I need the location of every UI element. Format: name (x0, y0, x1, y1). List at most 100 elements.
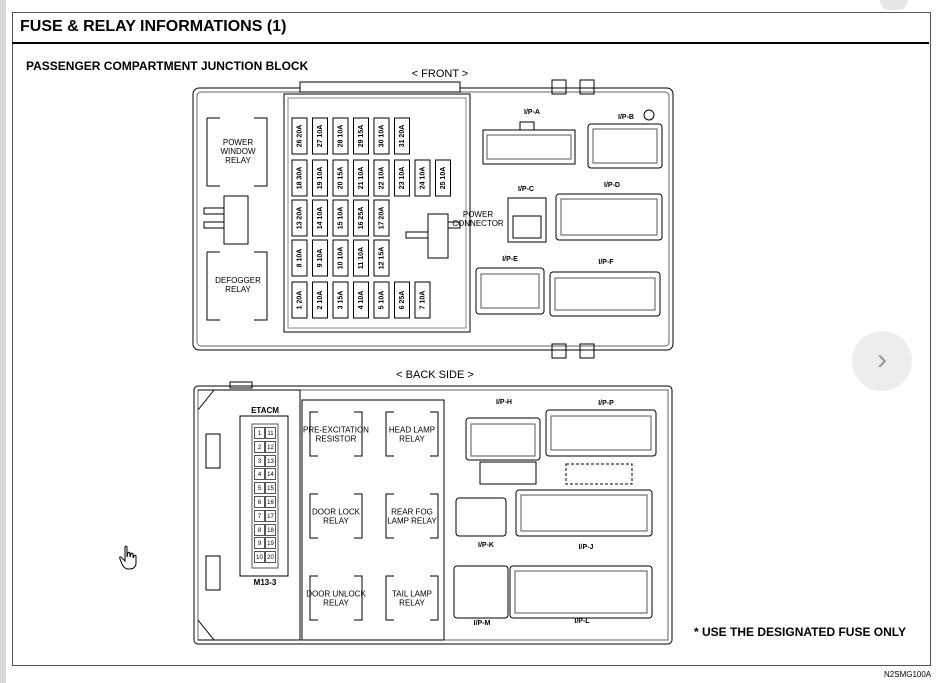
fuse-slot (353, 281, 369, 319)
etacm-pin: 6 (254, 496, 265, 508)
fuse-slot (373, 159, 390, 197)
front-label: < FRONT > (411, 68, 469, 80)
fuse-slot (394, 281, 410, 319)
connector-label-ip-b: I/P-B (618, 114, 634, 121)
connector-label-ip-e: I/P-E (502, 256, 518, 263)
fuse-label: 11 10A (358, 247, 365, 269)
connector-label-ip-p: I/P-P (598, 400, 614, 407)
fuse-label: 31 20A (399, 125, 406, 148)
etacm-pin: 5 (254, 482, 265, 495)
etacm-pin: 12 (265, 440, 276, 453)
fuse-label: 22 10A (378, 167, 385, 190)
window-left-edge (0, 0, 6, 683)
etacm-pin: 3 (254, 454, 265, 467)
hand-cursor-icon (119, 545, 137, 570)
etacm-pin: 20 (265, 551, 276, 564)
fuse-slot (353, 239, 369, 277)
back-side-label: < BACK SIDE > (396, 369, 474, 381)
etacm-pin: 13 (265, 454, 276, 467)
etacm-pin: 9 (254, 537, 265, 550)
image-code: N2SMG100A (884, 670, 932, 679)
etacm-pin: 2 (254, 440, 265, 453)
fuse-label: 16 25A (358, 207, 365, 230)
fuse-label: 17 20A (378, 207, 385, 230)
fuse-slot (312, 281, 328, 319)
fuse-slot (291, 117, 308, 155)
fuse-label: 21 10A (358, 167, 365, 190)
fuse-slot (332, 159, 349, 197)
etacm-pin: 11 (265, 427, 276, 439)
connector-label-ip-f: I/P-F (598, 259, 614, 266)
top-nav-button-edge[interactable] (880, 0, 908, 10)
connector-label-ip-m: I/P-M (473, 620, 491, 627)
fuse-slot (291, 199, 308, 237)
page-title: FUSE & RELAY INFORMATIONS (1) (20, 18, 287, 35)
fuse-label: 9 10A (317, 249, 324, 268)
fuse-slot (312, 239, 328, 277)
fuse-slot (373, 199, 390, 237)
connector-label-ip-j: I/P-J (578, 544, 594, 551)
connector-label-ip-c: I/P-C (518, 186, 534, 193)
fuse-slot (332, 199, 349, 237)
content-frame (12, 12, 931, 666)
fuse-label: 27 10A (317, 125, 324, 148)
fuse-label: 15 10A (337, 207, 344, 230)
fuse-slot (414, 281, 431, 319)
fuse-label: 3 15A (337, 291, 344, 310)
fuse-label: 28 10A (337, 125, 344, 148)
fuse-slot (291, 159, 308, 197)
page-header: FUSE & RELAY INFORMATIONS (1) (12, 12, 929, 44)
etacm-pin: 15 (265, 482, 276, 495)
fuse-label: 24 10A (419, 167, 426, 190)
fuse-slot (394, 159, 410, 197)
fuse-label: 30 10A (378, 125, 385, 148)
front-block (192, 79, 674, 359)
power-window-relay-label: POWER WINDOW RELAY (220, 138, 256, 165)
fuse-slot (332, 281, 349, 319)
fuse-slot (373, 117, 390, 155)
fuse-slot (373, 239, 390, 277)
etacm-pin: 19 (265, 537, 276, 550)
back-block (193, 381, 673, 645)
fuse-slot (312, 199, 328, 237)
connector-label-ip-h: I/P-H (496, 399, 512, 406)
fuse-slot (332, 117, 349, 155)
relay-outline (309, 493, 363, 539)
fuse-label: 25 10A (440, 167, 447, 190)
relay-outline (309, 411, 363, 457)
etacm-pin: 1 (254, 427, 265, 439)
etacm-pin: 18 (265, 523, 276, 536)
front-connectors (405, 109, 663, 317)
connector-label-ip-k: I/P-K (478, 542, 494, 549)
next-page-button[interactable]: › (852, 331, 912, 391)
fuse-label: 5 10A (378, 291, 385, 310)
fuse-label: 6 25A (399, 291, 406, 310)
diagram-subtitle: PASSENGER COMPARTMENT JUNCTION BLOCK (26, 59, 309, 73)
fuse-slot (435, 159, 451, 197)
fuse-slot (353, 117, 369, 155)
fuse-label: 18 30A (296, 167, 303, 190)
fuse-label: 23 10A (399, 167, 406, 190)
etacm-pin: 14 (265, 468, 276, 481)
fuse-label: 20 15A (337, 167, 344, 190)
fuse-label: 1 20A (296, 291, 303, 310)
chevron-right-icon: › (877, 343, 887, 376)
fuse-label: 8 10A (296, 249, 303, 268)
fuse-label: 12 15A (378, 247, 385, 270)
fuse-label: 10 10A (337, 247, 344, 270)
fuse-slot (312, 117, 328, 155)
fuse-slot (353, 199, 369, 237)
fuse-label: 19 10A (317, 167, 324, 190)
etacm-pin: 10 (254, 551, 265, 564)
fuse-slot (312, 159, 328, 197)
fuse-slot (291, 239, 308, 277)
fuse-label: 14 10A (317, 207, 324, 230)
